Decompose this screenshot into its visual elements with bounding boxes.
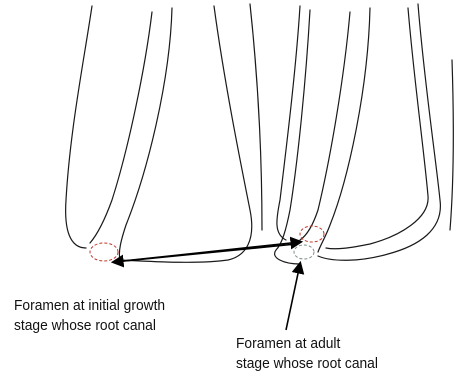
adult-stage-caption: Foramen at adult stage whose root canal (236, 334, 378, 374)
initial-root-canal-right (119, 8, 172, 260)
initial-stage-caption: Foramen at initial growth stage whose ro… (14, 296, 165, 336)
initial-root-canal-left (90, 12, 152, 243)
initial-root-far-right (250, 4, 262, 230)
adult-root-far-right (450, 60, 453, 230)
adult-root-outer-left (277, 6, 300, 240)
adult-stage-caption-line2: stage whose root canal (236, 354, 378, 374)
adult-root-canal-right (318, 8, 370, 252)
initial-stage-caption-line1: Foramen at initial growth (14, 296, 165, 316)
adult-root-outer-left-2 (275, 10, 310, 264)
adult-foramen-marker-upper (300, 226, 324, 242)
adult-root-outer-right-2 (326, 8, 428, 249)
adult-foramen-marker-lower (294, 245, 314, 259)
adult-stage-root (275, 4, 454, 264)
adult-root-outer-right (318, 4, 440, 260)
initial-foramen-marker (90, 243, 118, 261)
initial-root-outer-left (66, 6, 92, 248)
initial-stage-root (66, 4, 262, 262)
initial-root-outer-right (120, 6, 252, 262)
initial-stage-caption-line2: stage whose root canal (14, 316, 165, 336)
adult-foramen-arrow-from-left (114, 242, 300, 262)
adult-stage-caption-line1: Foramen at adult (236, 334, 378, 354)
adult-foramen-arrow (286, 264, 300, 330)
